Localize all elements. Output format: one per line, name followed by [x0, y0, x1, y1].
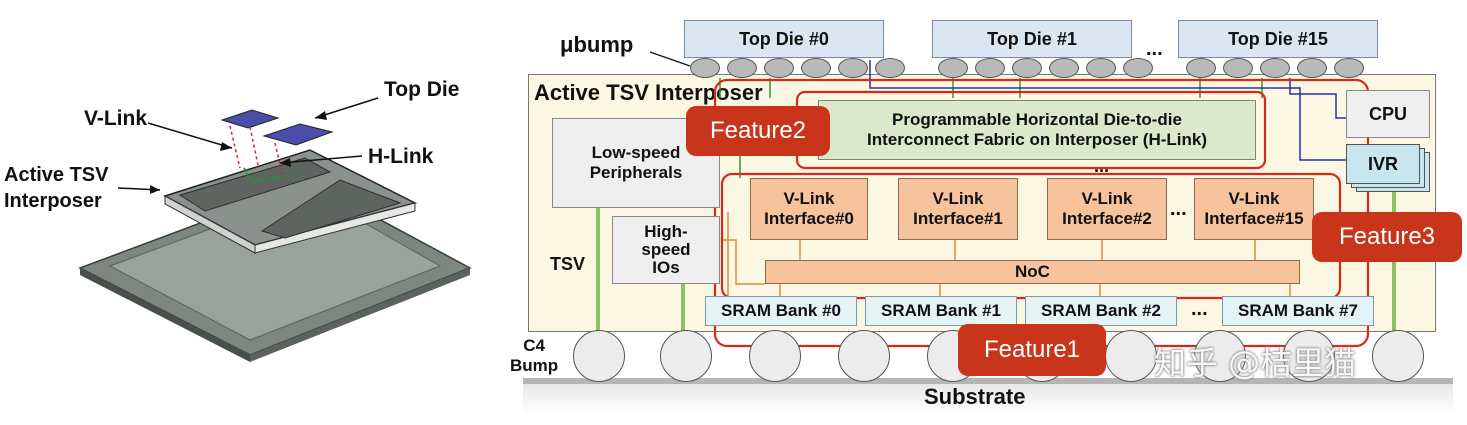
vlink-ellipsis: ...	[1170, 198, 1187, 220]
package-3d-drawing	[78, 97, 472, 362]
label-v-link: V-Link	[84, 107, 148, 130]
c4-bump	[1283, 330, 1335, 382]
c4-bump	[838, 330, 890, 382]
vlink-interface-2: V-Link Interface#2	[1047, 178, 1167, 240]
label-active-tsv-interposer: Active TSV Interposer	[4, 164, 109, 212]
vlink-interface-15: V-Link Interface#15	[1194, 178, 1314, 240]
top-die-0: Top Die #0	[684, 20, 884, 58]
watermark: 知乎 @桔里猫	[1154, 344, 1357, 382]
top-die-15: Top Die #15	[1178, 20, 1378, 58]
vlink-interface-1: V-Link Interface#1	[898, 178, 1018, 240]
substrate-bar	[523, 378, 1453, 384]
ubump	[1086, 58, 1116, 78]
c4-bump	[660, 330, 712, 382]
ubump	[1334, 58, 1364, 78]
c4-bump-label: C4 Bump	[510, 336, 559, 375]
package-illustration: Top Die V-Link H-Link Active TSV Interpo…	[0, 0, 500, 420]
ubump	[1223, 58, 1253, 78]
c4-bump	[1194, 330, 1246, 382]
low-speed-peripherals: Low-speed Peripherals	[552, 118, 720, 208]
ubump	[727, 58, 757, 78]
top-die-1: Top Die #1	[932, 20, 1132, 58]
ubump	[690, 58, 720, 78]
label-top-die: Top Die	[384, 78, 460, 101]
substrate-shadow	[523, 384, 1453, 414]
c4-bump	[1105, 330, 1157, 382]
tsv-label: TSV	[550, 254, 586, 274]
sram-bank-2: SRAM Bank #2	[1025, 296, 1177, 326]
sram-bank-7: SRAM Bank #7	[1222, 296, 1374, 326]
ubump	[875, 58, 905, 78]
h-link-fabric: Programmable Horizontal Die-to-die Inter…	[818, 100, 1256, 160]
sram-ellipsis: ...	[1191, 298, 1208, 320]
ubump	[1123, 58, 1153, 78]
c4-bump	[573, 330, 625, 382]
ubump	[1049, 58, 1079, 78]
ubump	[975, 58, 1005, 78]
ubump	[801, 58, 831, 78]
ubump	[1012, 58, 1042, 78]
noc-bar: NoC	[765, 260, 1300, 284]
ubump-label: μbump	[560, 32, 634, 57]
ubump-leaders	[649, 51, 691, 67]
h-link-ellipsis: ...	[1094, 156, 1110, 176]
label-h-link: H-Link	[368, 145, 434, 168]
interposer-title: Active TSV Interposer	[534, 80, 763, 105]
c4-bump	[1372, 330, 1424, 382]
ubump	[938, 58, 968, 78]
cpu-block: CPU	[1346, 90, 1430, 138]
ubump	[1260, 58, 1290, 78]
vlink-interface-0: V-Link Interface#0	[750, 178, 868, 240]
ubump	[1297, 58, 1327, 78]
ubump	[1186, 58, 1216, 78]
c4-bump	[749, 330, 801, 382]
feature1-badge: Feature1	[958, 324, 1106, 376]
sram-bank-1: SRAM Bank #1	[865, 296, 1017, 326]
top-die-ellipsis: ...	[1146, 38, 1163, 60]
feature3-badge: Feature3	[1312, 212, 1462, 262]
ubump	[838, 58, 868, 78]
sram-bank-0: SRAM Bank #0	[705, 296, 857, 326]
feature2-badge: Feature2	[686, 106, 830, 156]
substrate-label: Substrate	[924, 384, 1026, 409]
ubump	[764, 58, 794, 78]
ivr-block: IVR	[1346, 144, 1420, 184]
high-speed-ios: High- speed IOs	[612, 216, 720, 284]
